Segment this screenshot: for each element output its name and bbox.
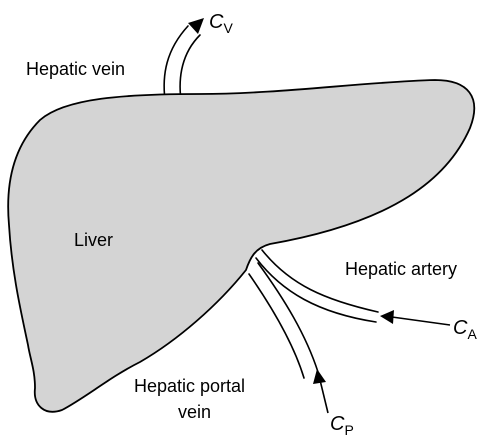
ca-symbol: CA <box>453 317 477 342</box>
cv-symbol-letter: C <box>209 11 224 33</box>
cp-symbol: CP <box>330 413 354 438</box>
hepatic-vein-label: Hepatic vein <box>26 59 125 79</box>
cv-subscript: V <box>223 20 233 36</box>
cv-symbol: CV <box>209 11 233 36</box>
ca-subscript: A <box>467 326 477 342</box>
cp-symbol-letter: C <box>330 413 345 435</box>
cv-arrow <box>188 18 204 34</box>
hepatic-artery-label: Hepatic artery <box>345 259 457 279</box>
cp-subscript: P <box>344 422 353 438</box>
hepatic-portal-vein-label-line1: Hepatic portal <box>134 376 245 396</box>
hepatic-portal-vein-label-line2: vein <box>178 402 211 422</box>
liver-label: Liver <box>74 230 113 250</box>
ca-symbol-letter: C <box>453 317 468 339</box>
hepatic-vein-vessel <box>164 26 200 100</box>
ca-arrow <box>380 310 450 325</box>
hepatic-portal-vein-vessel <box>249 263 318 378</box>
cp-arrow <box>313 369 328 413</box>
